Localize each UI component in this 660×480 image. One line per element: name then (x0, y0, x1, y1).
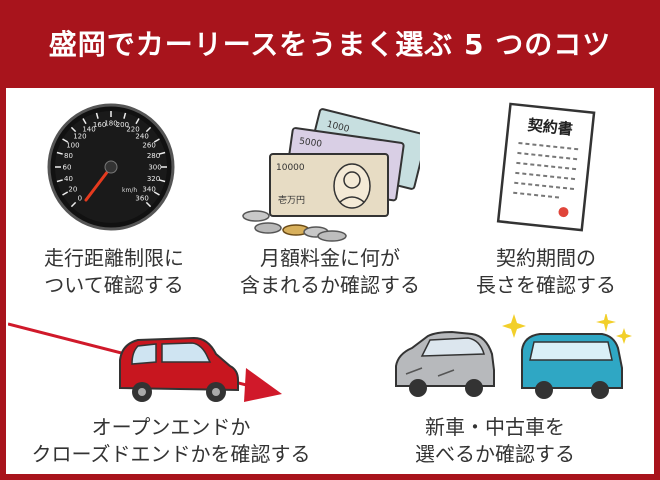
contract-title: 契約書 (526, 116, 574, 139)
tip-open-closed-end: オープンエンドか クローズドエンドかを確認する (6, 308, 336, 474)
gauge-tick (153, 138, 160, 143)
gauge-tick (159, 179, 166, 183)
caption-line-1: 走行距離制限に (44, 246, 184, 270)
caption-line-2: ついて確認する (44, 273, 184, 297)
note-10000-label: 10000 (276, 163, 305, 173)
page-title: 盛岡でカーリースをうまく選ぶ 5 つのコツ (48, 28, 612, 61)
gauge-unit: km/h (122, 187, 137, 194)
gauge-tick-label: 160 (93, 121, 106, 129)
tip-contract-period: 契約書 契約期間の 長さを確認する (438, 88, 654, 308)
gauge-tick-label: 200 (116, 121, 129, 129)
note-yen-label: 壱万円 (278, 194, 305, 206)
gauge-tick-label: 60 (63, 164, 72, 172)
money-icon: 1000 5000 10000 壱万円 (240, 108, 420, 243)
gauge-tick-label: 260 (142, 142, 155, 150)
caption-line-1: 契約期間の (496, 246, 596, 270)
gauge-tick-label: 240 (135, 132, 148, 140)
gauge-tick-label: 300 (148, 164, 161, 172)
gauge-tick (82, 118, 87, 125)
gauge-tick (70, 126, 77, 133)
gauge-tick (159, 151, 166, 155)
caption-line-2: 長さを確認する (476, 273, 616, 297)
gauge-tick-label: 120 (73, 132, 86, 140)
caption-line-2: クローズドエンドかを確認する (31, 442, 311, 466)
tip-caption: 月額料金に何が 含まれるか確認する (222, 245, 438, 299)
gauge-tick-label: 20 (68, 186, 77, 194)
tip-caption: 走行距離制限に ついて確認する (6, 245, 222, 299)
caption-line-1: 月額料金に何が (260, 246, 400, 270)
caption-line-1: オープンエンドか (91, 415, 251, 439)
gauge-tick-label: 220 (126, 125, 139, 133)
gauge-tick-label: 280 (147, 152, 160, 160)
gauge-tick (145, 126, 152, 133)
gauge-tick (153, 191, 160, 196)
gauge-tick (56, 179, 63, 183)
gauge-tick (135, 118, 140, 125)
car-arrow-icon (8, 318, 298, 418)
gauge-tick (70, 201, 77, 208)
gauge-tick-label: 40 (64, 175, 73, 183)
tip-monthly-fee: 1000 5000 10000 壱万円 (222, 88, 438, 308)
gauge-tick-label: 320 (147, 175, 160, 183)
contract-icon: 契約書 (492, 102, 600, 234)
tip-caption: 契約期間の 長さを確認する (438, 245, 654, 299)
gauge-tick-label: 0 (78, 195, 82, 203)
caption-line-2: 選べるか確認する (415, 442, 575, 466)
header-banner: 盛岡でカーリースをうまく選ぶ 5 つのコツ (0, 0, 660, 86)
gauge-tick (95, 112, 99, 119)
gauge-tick-label: 140 (82, 125, 95, 133)
gauge-tick-label: 180 (104, 120, 117, 128)
tip-new-used: 新車・中古車を 選べるか確認する (336, 308, 654, 474)
tip-caption: オープンエンドか クローズドエンドかを確認する (6, 414, 336, 468)
gauge-tick-label: 100 (66, 142, 79, 150)
new-used-cars-icon (392, 314, 632, 404)
gauge-tick-label: 80 (64, 152, 73, 160)
gauge-tick-label: 340 (142, 186, 155, 194)
gauge-tick (56, 151, 63, 155)
tip-caption: 新車・中古車を 選べるか確認する (336, 414, 654, 468)
gauge-tick (62, 191, 69, 196)
gauge-tick (145, 201, 152, 208)
gauge-tick (62, 138, 69, 143)
caption-line-1: 新車・中古車を (425, 415, 565, 439)
gauge-tick (123, 112, 127, 119)
caption-line-2: 含まれるか確認する (240, 273, 420, 297)
gauge-tick-label: 360 (135, 195, 148, 203)
note-5000-label: 5000 (298, 137, 322, 150)
